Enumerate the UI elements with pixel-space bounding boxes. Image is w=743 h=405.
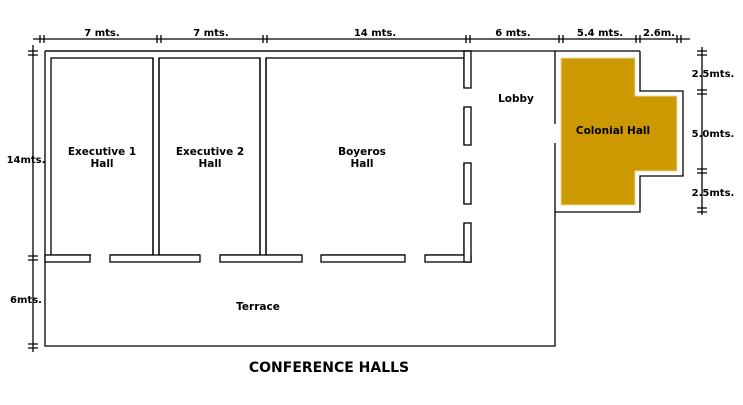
- lobby-label: Lobby: [498, 93, 534, 105]
- wall-segments: [44, 50, 472, 263]
- dim-top-boyeros: 14 mts.: [354, 28, 396, 39]
- executive-1-hall[interactable]: [50, 57, 154, 256]
- boyeros-label: Boyeros: [338, 146, 386, 158]
- dim-right-3: 2.5mts.: [692, 188, 735, 199]
- dim-top-exec2: 7 mts.: [193, 28, 228, 39]
- executive-1-label-2: Hall: [90, 158, 113, 170]
- dim-top-colonial: 5.4 mts.: [577, 28, 623, 39]
- plan-title: CONFERENCE HALLS: [249, 360, 409, 376]
- colonial-hall[interactable]: [560, 57, 678, 206]
- dim-right-1: 2.5mts.: [692, 69, 735, 80]
- executive-2-label-2: Hall: [198, 158, 221, 170]
- dim-top-colonial-ext: 2.6m.: [643, 28, 675, 39]
- boyeros-hall[interactable]: [265, 57, 465, 256]
- colonial-hall-label: Colonial Hall: [576, 125, 650, 137]
- boyeros-label-2: Hall: [350, 158, 373, 170]
- dim-top-exec1: 7 mts.: [84, 28, 119, 39]
- dim-left-terrace: 6mts.: [10, 295, 42, 306]
- executive-1-label: Executive 1: [68, 146, 136, 158]
- dim-right-2: 5.0mts.: [692, 129, 735, 140]
- dim-left-halls: 14mts.: [7, 155, 46, 166]
- colonial-outer-wall: [555, 51, 684, 213]
- terrace-label: Terrace: [236, 301, 280, 313]
- dimension-lines: [28, 35, 707, 352]
- executive-2-label: Executive 2: [176, 146, 244, 158]
- dim-top-lobby: 6 mts.: [495, 28, 530, 39]
